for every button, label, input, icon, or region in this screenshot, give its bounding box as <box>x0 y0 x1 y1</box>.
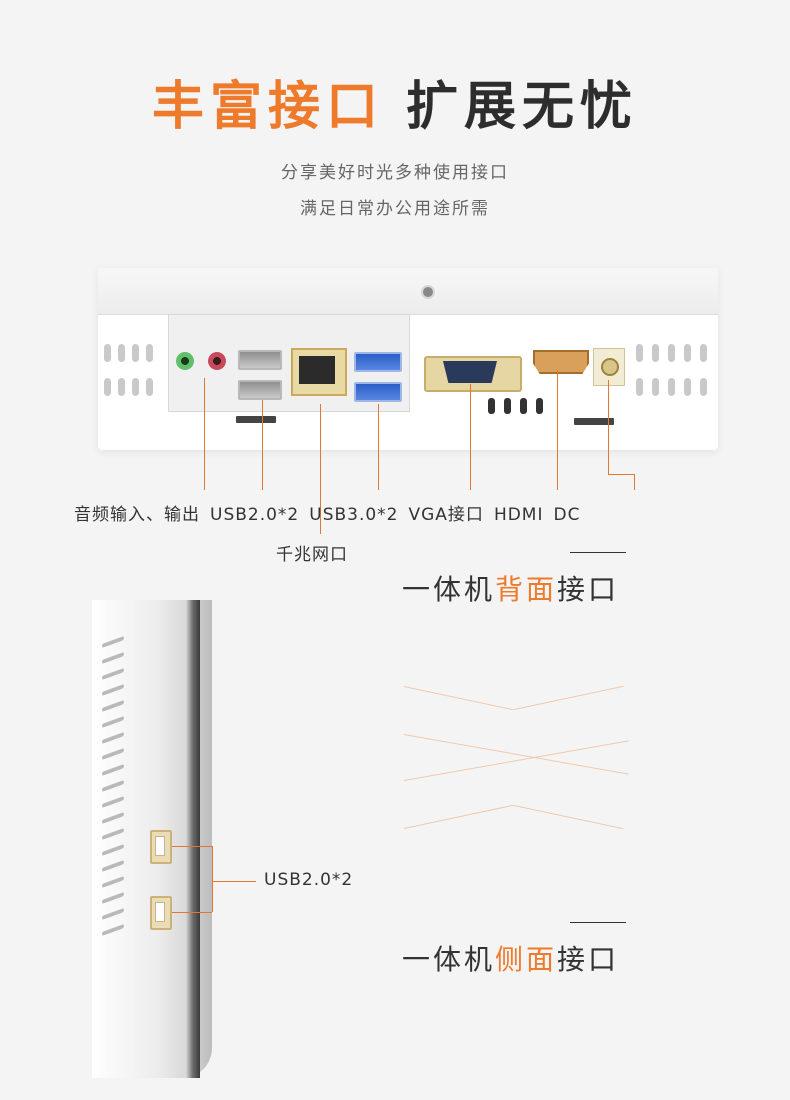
vent-icon <box>684 378 691 396</box>
back-interface-heading: 一体机背面接口 <box>402 568 619 608</box>
side-heading-prefix: 一体机 <box>402 943 496 976</box>
vent-icon <box>636 344 643 362</box>
vent-icon <box>700 344 707 362</box>
slot-icon <box>536 398 543 414</box>
leader-line-vga <box>470 384 471 490</box>
slot-icon <box>520 398 527 414</box>
decor-line <box>403 686 514 711</box>
decor-line <box>404 804 514 829</box>
leader-line-side-2 <box>172 912 212 913</box>
subtitle-line-1: 分享美好时光多种使用接口 <box>281 163 509 183</box>
page-headline: 丰富接口扩展无忧 <box>0 72 790 142</box>
decor-line <box>513 805 624 830</box>
ethernet-port-inner <box>299 356 335 384</box>
vent-icon <box>118 378 125 396</box>
leader-line-dc-3 <box>634 474 635 490</box>
usb3-port-icon <box>354 382 402 402</box>
leader-line-usb30 <box>378 404 379 490</box>
leader-line-hdmi <box>557 370 558 490</box>
side-bezel <box>186 600 200 1078</box>
vent-icon <box>104 378 111 396</box>
slot-icon <box>236 416 276 423</box>
heading-rule <box>570 922 626 923</box>
headline-orange: 丰富接口 <box>151 77 384 137</box>
side-heading-suffix: 接口 <box>557 943 620 976</box>
leader-line-dc-1 <box>608 380 609 474</box>
vent-icon <box>118 344 125 362</box>
hdmi-port-icon <box>533 350 589 374</box>
decor-line <box>404 740 629 781</box>
vent-icon <box>668 344 675 362</box>
decor-line <box>403 734 629 775</box>
label-dc: DC <box>553 505 581 525</box>
usb3-port-icon <box>354 352 402 372</box>
back-heading-prefix: 一体机 <box>402 573 496 606</box>
vent-icon <box>636 378 643 396</box>
vent-icon <box>104 344 111 362</box>
side-interface-heading: 一体机侧面接口 <box>402 938 619 978</box>
vent-icon <box>700 378 707 396</box>
vent-icon <box>146 378 153 396</box>
vent-icon <box>132 344 139 362</box>
decor-line <box>514 685 624 710</box>
leader-line-dc-2 <box>608 474 634 475</box>
panel-top-bar <box>98 268 718 315</box>
back-port-labels: 音频输入、输出 USB2.0*2 USB3.0*2 VGA接口 HDMI DC <box>74 500 590 525</box>
vent-icon <box>132 378 139 396</box>
label-audio: 音频输入、输出 <box>74 505 200 525</box>
slot-icon <box>488 398 495 414</box>
leader-line-side-3 <box>212 846 213 912</box>
usb2-port-icon <box>238 380 282 400</box>
vent-icon <box>668 378 675 396</box>
label-usb20: USB2.0*2 <box>210 505 300 525</box>
label-vga: VGA接口 <box>408 505 484 525</box>
vent-icon <box>652 378 659 396</box>
camera-icon <box>421 285 435 299</box>
slot-icon <box>574 418 614 425</box>
side-usb-port-inner <box>155 836 165 856</box>
side-usb-port-inner <box>155 902 165 922</box>
leader-line-usb20 <box>262 400 263 490</box>
vent-icon <box>146 344 153 362</box>
subtitle-line-2: 满足日常办公用途所需 <box>300 199 490 219</box>
leader-line-audio <box>204 378 205 490</box>
slot-icon <box>504 398 511 414</box>
usb2-port-icon <box>238 350 282 370</box>
label-hdmi: HDMI <box>493 505 544 525</box>
vent-icon <box>684 344 691 362</box>
audio-out-jack-icon <box>208 352 226 370</box>
headline-dark: 扩展无忧 <box>406 77 639 137</box>
leader-line-lan <box>320 404 321 534</box>
label-lan: 千兆网口 <box>276 545 348 565</box>
leader-line-side-1 <box>172 846 212 847</box>
vga-port-pins <box>443 361 497 383</box>
back-heading-suffix: 接口 <box>557 573 620 606</box>
label-side-usb: USB2.0*2 <box>264 870 354 890</box>
side-heading-highlight: 侧面 <box>495 943 558 976</box>
leader-line-side-4 <box>212 881 256 882</box>
back-heading-highlight: 背面 <box>495 573 558 606</box>
label-usb30: USB3.0*2 <box>309 505 399 525</box>
audio-in-jack-icon <box>176 352 194 370</box>
vent-icon <box>652 344 659 362</box>
dc-port-hole <box>601 358 619 376</box>
heading-rule <box>570 552 626 553</box>
